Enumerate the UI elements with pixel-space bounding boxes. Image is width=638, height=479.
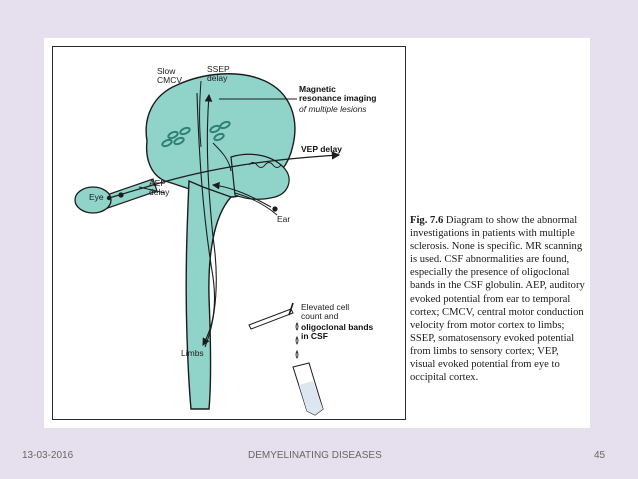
lesions bbox=[161, 120, 231, 148]
footer-date: 13-03-2016 bbox=[22, 450, 74, 461]
figure-caption: Fig. 7.6 Diagram to show the abnormal in… bbox=[410, 214, 586, 384]
csf-drop bbox=[295, 349, 299, 359]
csf-drop bbox=[295, 321, 299, 331]
aep-pathway bbox=[211, 181, 272, 208]
test-tube-fluid bbox=[299, 381, 323, 415]
figure-number: Fig. 7.6 bbox=[410, 215, 444, 226]
aep-delay-label: AEP delay bbox=[149, 178, 170, 197]
slow-cmcv-label: Slow CMCV bbox=[157, 66, 183, 85]
ear-pathway bbox=[234, 192, 278, 216]
csf-drop bbox=[295, 335, 299, 345]
lesion bbox=[173, 136, 185, 146]
ear-label: Ear bbox=[277, 214, 291, 224]
mri-sublabel: of multiple lesions bbox=[299, 104, 367, 114]
aep-pointer bbox=[138, 186, 166, 194]
figure: Slow CMCV SSEP delay Magnetic resonance … bbox=[44, 38, 590, 428]
needle-hub bbox=[288, 302, 294, 316]
caption-text: Diagram to show the abnormal investigati… bbox=[410, 215, 585, 384]
central-sulcus bbox=[199, 80, 202, 148]
vep-pathway bbox=[108, 151, 341, 199]
mri-label: Magnetic resonance imaging bbox=[299, 84, 377, 103]
csf-bands-label: oligoclonal bands in CSF bbox=[301, 322, 374, 341]
cerebellum bbox=[230, 153, 290, 200]
lesion bbox=[161, 138, 173, 148]
lesion bbox=[167, 130, 179, 140]
eye-globe bbox=[74, 186, 112, 214]
footer-title: DEMYELINATING DISEASES bbox=[248, 450, 382, 461]
limbs-label: Limbs bbox=[181, 348, 204, 358]
csf-label: Elevated cell count and bbox=[301, 302, 350, 321]
lesion bbox=[179, 126, 191, 136]
csf-sampling bbox=[248, 302, 324, 416]
ms-investigations-diagram bbox=[74, 73, 341, 416]
ssep-pathway bbox=[204, 93, 217, 348]
spinal-cord bbox=[185, 179, 233, 410]
needle bbox=[248, 308, 294, 330]
ssep-delay-label: SSEP delay bbox=[207, 64, 230, 83]
lesion bbox=[219, 120, 231, 130]
lesion bbox=[213, 132, 225, 142]
vep-delay-label: VEP delay bbox=[301, 144, 342, 154]
footer-page-number: 45 bbox=[594, 450, 606, 461]
eye-dot bbox=[118, 192, 124, 198]
diagram-frame: Slow CMCV SSEP delay Magnetic resonance … bbox=[52, 46, 406, 420]
ear-dot bbox=[272, 206, 278, 212]
eye-label: Eye bbox=[89, 192, 104, 202]
occipital-curve bbox=[212, 142, 232, 172]
